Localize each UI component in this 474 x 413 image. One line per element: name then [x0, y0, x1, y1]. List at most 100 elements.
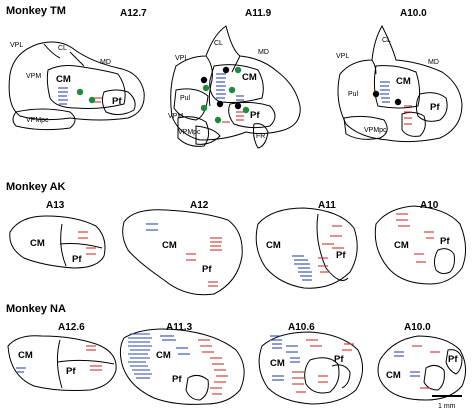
region-label: Pul: [180, 95, 191, 102]
marks-blue: [380, 81, 390, 103]
monkey-ak-label: Monkey AK: [6, 181, 66, 193]
black-dot: [200, 76, 208, 84]
black-dot: [216, 100, 224, 108]
marks-blue: [394, 351, 420, 377]
region-label: Pf: [448, 354, 458, 365]
region-label: CM: [162, 240, 177, 251]
section-na-a10-0: A10.0 CM Pf: [377, 322, 466, 401]
green-dot: [76, 88, 84, 96]
region-label: Pul: [348, 91, 359, 98]
region-label: CM: [18, 350, 33, 361]
region-label: VPL: [10, 42, 23, 49]
level-label: A13: [46, 200, 65, 211]
section-na-a11-3: A11.3 CM Pf: [119, 322, 245, 405]
green-dot: [214, 116, 222, 124]
region-label: Pf: [202, 264, 212, 275]
black-dot: [234, 102, 242, 110]
green-dot: [228, 86, 236, 94]
section-ak-a10: A10 CM Pf: [374, 200, 466, 285]
level-label: A12.6: [58, 322, 85, 333]
marks-blue: [216, 73, 244, 103]
region-label: Pf: [72, 254, 82, 265]
black-dot: [222, 66, 230, 74]
marks-red: [318, 225, 344, 273]
region-label: MD: [258, 49, 269, 56]
level-label: A10.0: [404, 322, 431, 333]
region-label: VPM: [26, 73, 41, 80]
marks-blue: [58, 87, 68, 105]
section-tm-a12-7: A12.7 VPL CL MD VPM CM Pf VPMpc: [8, 8, 147, 131]
region-label: VPL: [175, 55, 188, 62]
monkey-tm-label: Monkey TM: [6, 5, 66, 17]
level-label: A11.3: [166, 322, 193, 333]
section-outline: [377, 335, 466, 401]
marks-blue: [292, 255, 312, 281]
marks-blue: [16, 367, 26, 373]
section-tm-a10-0: A10.0 CL VPL MD CM Pul Pf VPMpc: [336, 8, 463, 143]
region-label: CL: [58, 45, 67, 52]
region-label: MD: [428, 59, 439, 66]
region-label: Pf: [172, 374, 182, 385]
section-outline: [170, 25, 301, 141]
green-dot: [88, 96, 96, 104]
region-label: CM: [56, 74, 71, 85]
marks-red: [198, 339, 228, 395]
section-ak-a11: A11 CM Pf: [255, 200, 358, 289]
region-label: CM: [394, 240, 409, 251]
region-label: CM: [396, 76, 411, 87]
marks-blue: [270, 335, 300, 381]
section-ak-a13: A13 CM Pf: [9, 200, 106, 269]
region-label: MD: [100, 59, 111, 66]
section-ak-a12: A12 CM Pf: [122, 200, 243, 296]
region-label: CL: [214, 40, 223, 47]
section-outline: [9, 215, 106, 269]
region-label: CM: [242, 72, 257, 83]
green-dot: [234, 66, 242, 74]
scale-bar-label: 1 mm: [438, 403, 456, 410]
region-label: CM: [30, 238, 45, 249]
marks-red: [222, 111, 244, 123]
region-label: Pf: [430, 102, 440, 113]
region-label: CM: [266, 240, 281, 251]
region-label: Pf: [440, 236, 450, 247]
region-label: CM: [270, 358, 285, 369]
region-label: VPMpc: [178, 129, 201, 136]
region-label: VPMpc: [364, 127, 387, 134]
section-outline: [122, 209, 243, 296]
section-na-a12-6: A12.6 CM Pf: [7, 322, 117, 391]
marks-red: [292, 339, 354, 393]
region-label: Pf: [334, 354, 344, 365]
region-label: CL: [382, 37, 391, 44]
scale-bar: 1 mm: [432, 395, 462, 410]
level-label: A11.9: [245, 8, 272, 19]
region-label: CM: [156, 350, 171, 361]
region-label: VPMpc: [26, 117, 49, 124]
level-label: A10.0: [400, 8, 427, 19]
black-dot: [394, 98, 402, 106]
region-label: VPM: [168, 113, 183, 120]
marks-red: [404, 105, 412, 125]
section-outline: [119, 328, 245, 405]
region-label: Pf: [250, 110, 260, 121]
marks-red: [396, 213, 434, 263]
green-dot: [200, 104, 208, 112]
level-label: A10: [420, 200, 439, 211]
green-dot: [242, 106, 250, 114]
section-outline: [374, 205, 466, 285]
region-label: FR: [256, 133, 265, 140]
section-na-a10-6: A10.6 CM Pf: [258, 322, 363, 405]
section-outline: [8, 41, 145, 121]
region-label: CM: [386, 370, 401, 381]
section-outline: [7, 335, 117, 391]
marks-red: [78, 231, 96, 255]
region-label: VPL: [336, 53, 349, 60]
region-label: Pf: [112, 96, 122, 107]
section-outline: [337, 24, 463, 143]
marks-blue: [146, 223, 158, 231]
monkey-na-label: Monkey NA: [6, 303, 66, 315]
marks-blue: [128, 333, 190, 379]
level-label: A11: [318, 200, 336, 211]
section-tm-a11-9: A11.9 CL MD VPL CM Pul Pf VPM VPMpc FR: [168, 8, 301, 149]
section-outline: [258, 331, 363, 405]
marks-red: [412, 345, 440, 389]
